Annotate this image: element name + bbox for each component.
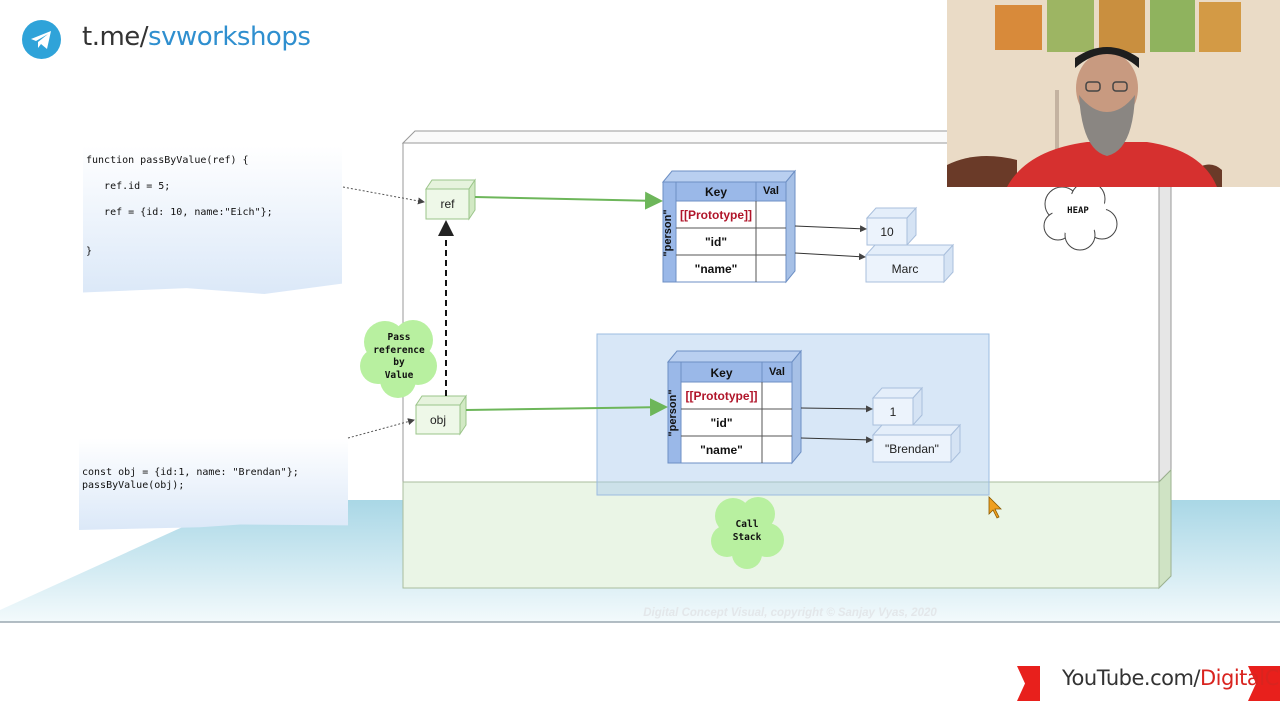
val-header-top: Val	[763, 185, 779, 197]
ref-to-person-arrow	[474, 191, 663, 210]
youtube-prefix: YouTube.com/	[1062, 666, 1201, 690]
stack-box-side	[1158, 468, 1172, 590]
webcam-video	[947, 0, 1280, 187]
caller-code-note: const obj = {id:1, name: "Brendan"}; pas…	[79, 438, 348, 530]
top-name-value: Marc	[891, 262, 919, 276]
call-stack-cloud	[711, 497, 784, 569]
pass-reference-cloud	[360, 320, 437, 398]
by-word: by	[393, 357, 405, 368]
id-row-top: "id"	[704, 235, 728, 249]
key-header-bottom: Key	[710, 366, 733, 380]
youtube-name: DigitalCV	[1200, 666, 1280, 690]
ref-label: ref	[440, 197, 455, 211]
bottom-name-arrow	[800, 436, 873, 444]
call-stack-label: Call Stack	[717, 518, 777, 544]
heap-cloud	[1043, 181, 1118, 251]
obj-box	[415, 394, 467, 436]
note-connector-bottom	[347, 418, 415, 439]
youtube-logo-right	[1248, 666, 1280, 701]
value-box-top-id	[865, 206, 918, 247]
value-box-bottom-id	[871, 386, 924, 427]
function-code-note: function passByValue(ref) { ref.id = 5; …	[83, 146, 342, 294]
person-side-label-bottom: "person"	[667, 389, 679, 437]
value-box-bottom-name	[871, 423, 962, 464]
key-header-top: Key	[704, 185, 727, 199]
name-row-bottom: "name"	[700, 443, 743, 457]
channel-prefix: t.me/	[82, 22, 149, 52]
call-word: Call	[735, 519, 759, 530]
person-side-label-top: "person"	[662, 209, 674, 257]
youtube-logo-left	[1017, 666, 1040, 701]
pass-reference-label: Pass reference by Value	[364, 332, 434, 382]
obj-to-person-arrow	[465, 398, 668, 417]
pass-word: Pass	[387, 332, 411, 343]
value-box-top-name	[864, 243, 955, 284]
top-id-value: 10	[880, 225, 894, 239]
person-table-top	[661, 169, 797, 284]
id-row-bottom: "id"	[710, 416, 733, 430]
stack-word: Stack	[732, 532, 762, 543]
telegram-icon	[22, 20, 61, 59]
reference-word: reference	[373, 344, 425, 356]
value-word: Value	[384, 369, 414, 381]
channel-name: svworkshops	[148, 22, 311, 52]
top-name-arrow	[794, 252, 866, 261]
ref-box	[425, 178, 476, 221]
bottom-name-value: "Brendan"	[885, 442, 939, 456]
val-header-bottom: Val	[769, 366, 785, 378]
bottom-id-arrow	[800, 405, 873, 413]
note-connector-top	[342, 186, 425, 205]
top-id-arrow	[794, 225, 867, 233]
channel-link[interactable]: t.me/svworkshops	[82, 22, 311, 52]
obj-label: obj	[429, 413, 446, 427]
prototype-row-bottom: [[Prototype]]	[685, 389, 758, 403]
copyright-text: Digital Concept Visual, copyright © Sanj…	[643, 607, 937, 619]
heap-label: HEAP	[1067, 206, 1089, 216]
mouse-cursor	[988, 496, 1002, 519]
bottom-id-value: 1	[889, 405, 897, 419]
name-row-top: "name"	[694, 262, 738, 276]
youtube-channel-link[interactable]: YouTube.com/DigitalCV	[1062, 666, 1280, 690]
prototype-row-top: [[Prototype]]	[680, 208, 752, 222]
person-table-bottom	[666, 349, 803, 465]
